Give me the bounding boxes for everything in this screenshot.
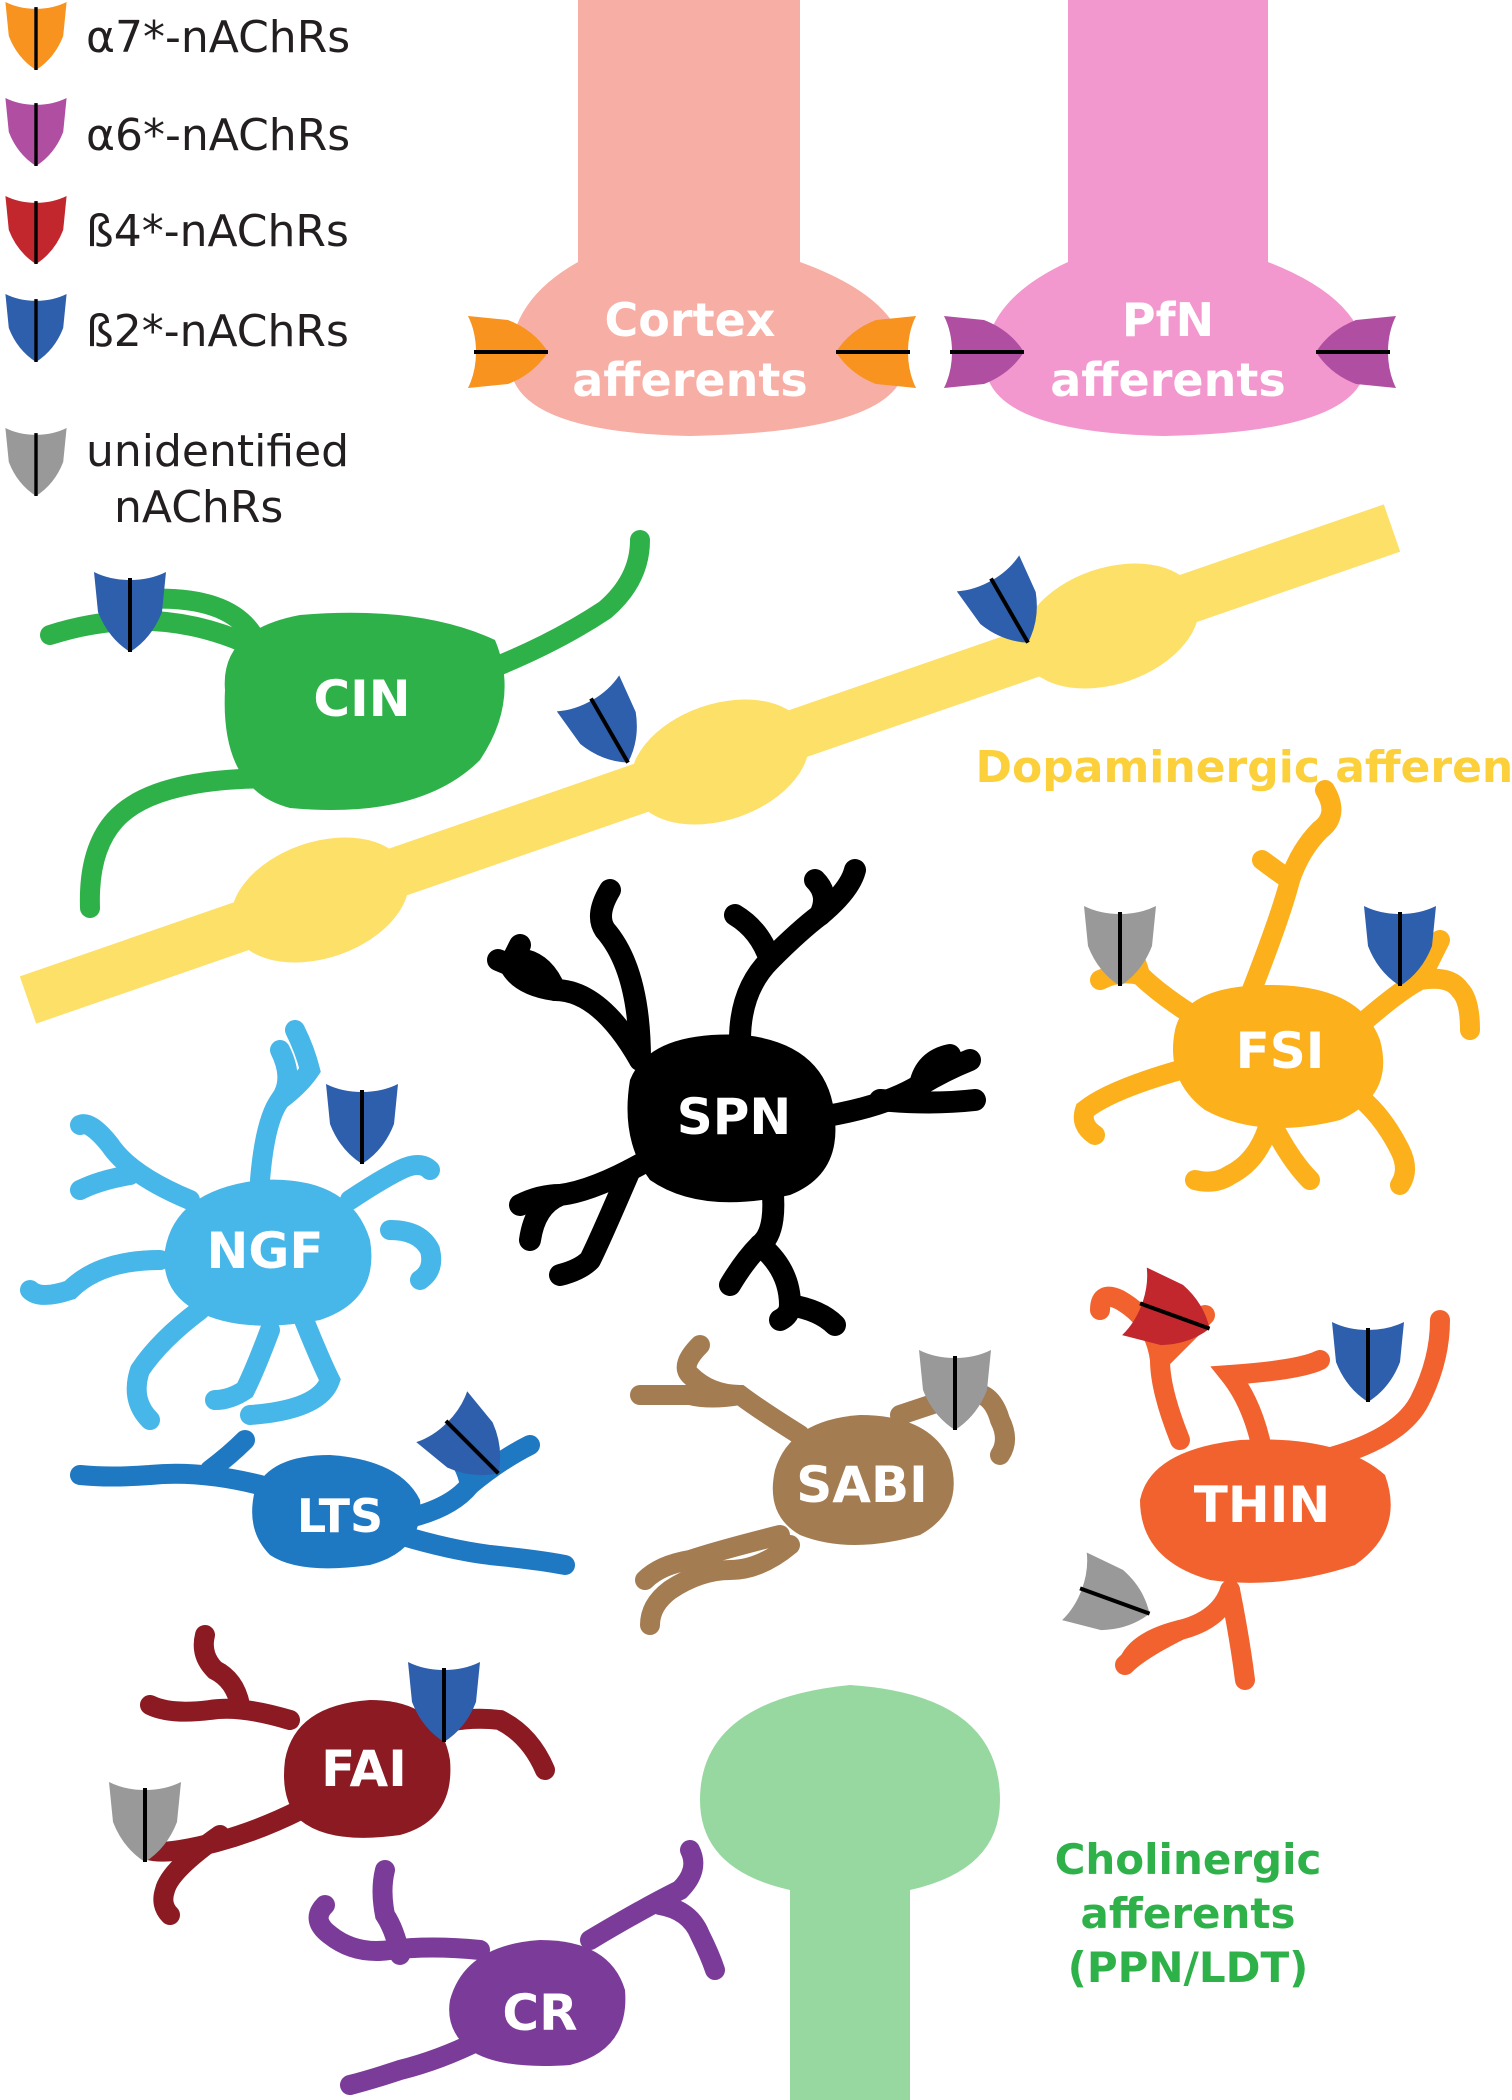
fsi-neuron: FSI <box>1073 780 1480 1195</box>
thin-neuron: THIN <box>1060 1265 1450 1690</box>
fai-soma <box>284 1700 451 1838</box>
legend-a7-label: α7*-nAChRs <box>86 12 350 63</box>
fsi-label: FSI <box>1236 1022 1325 1080</box>
cin-soma <box>224 612 505 810</box>
legend-b2-shape <box>3 292 69 364</box>
ngf-neuron: NGF <box>20 1020 442 1430</box>
cin-receptor <box>92 570 168 654</box>
thin-receptor-b2 <box>1330 1320 1406 1404</box>
lts-label: LTS <box>297 1489 383 1543</box>
cortex-afferent-label-2: afferents <box>572 353 808 407</box>
ngf-soma <box>164 1179 372 1326</box>
unidentified-receptor-icon <box>3 426 69 498</box>
dopaminergic-varicosity-3 <box>1020 563 1200 689</box>
cortex-afferent-label-1: Cortex <box>605 293 776 347</box>
cr-soma <box>449 1940 626 2066</box>
fsi-soma <box>1173 985 1384 1128</box>
pfn-afferent-shape <box>985 0 1366 436</box>
cortex-afferent: Cortex afferents <box>466 0 918 436</box>
sabi-neuron: SABI <box>630 1335 1015 1635</box>
legend-a7-shape <box>3 0 69 72</box>
dopaminergic-afferent: Dopaminergic afferents <box>19 504 1512 1024</box>
dopaminergic-varicosity-2 <box>630 699 810 825</box>
a7-receptor-icon <box>3 0 69 72</box>
cholinergic-afferent-label-1: Cholinergic <box>1055 1835 1322 1884</box>
legend-b4-label: ß4*-nAChRs <box>86 206 349 257</box>
sabi-label: SABI <box>796 1456 927 1514</box>
legend-b4-shape <box>3 194 69 266</box>
thin-soma <box>1140 1439 1391 1583</box>
dopaminergic-afferent-label: Dopaminergic afferents <box>976 742 1512 793</box>
sabi-receptor <box>917 1348 993 1432</box>
ngf-label: NGF <box>206 1222 323 1280</box>
legend-unidentified-label: unidentified <box>86 426 349 477</box>
pfn-afferent-label-2: afferents <box>1050 353 1286 407</box>
cr-label: CR <box>502 1984 577 2042</box>
fsi-dendrites <box>1073 780 1480 1195</box>
cholinergic-afferent: Cholinergic afferents (PPN/LDT) <box>700 1685 1321 2100</box>
thin-dendrites <box>1090 1286 1450 1690</box>
pfn-afferent-label-1: PfN <box>1122 293 1214 347</box>
legend-a6-label: α6*-nAChRs <box>86 110 350 161</box>
cortex-afferent-shape <box>510 0 905 436</box>
dopaminergic-varicosity-1 <box>230 837 410 963</box>
lts-soma <box>252 1455 421 1569</box>
fai-label: FAI <box>321 1740 407 1798</box>
cin-neuron: CIN <box>40 530 650 918</box>
lts-dendrites <box>70 1430 575 1575</box>
pfn-afferent: PfN afferents <box>942 0 1398 436</box>
unidentified-receptor-icon <box>917 1348 993 1432</box>
fai-neuron: FAI <box>107 1625 555 1925</box>
cin-label: CIN <box>313 670 410 728</box>
b2-receptor-icon <box>92 570 168 654</box>
legend: α7*-nAChRs α6*-nAChRs ß4*-nAChRs ß2*-nAC… <box>3 0 350 533</box>
cr-neuron: CR <box>308 1840 725 2095</box>
cr-dendrites <box>308 1840 725 2095</box>
lts-neuron: LTS <box>70 1391 575 1575</box>
thin-label: THIN <box>1194 1476 1330 1534</box>
cholinergic-afferent-label-3: (PPN/LDT) <box>1068 1943 1309 1992</box>
legend-unidentified-shape <box>3 426 69 498</box>
sabi-soma <box>772 1415 954 1545</box>
legend-b2-label: ß2*-nAChRs <box>86 306 349 357</box>
b4-receptor-icon <box>3 194 69 266</box>
spn-neuron: SPN <box>487 859 986 1336</box>
spn-dendrites <box>487 859 986 1336</box>
b2-receptor-icon <box>3 292 69 364</box>
spn-label: SPN <box>677 1088 792 1146</box>
legend-unidentified-label-2: nAChRs <box>114 482 283 533</box>
ngf-receptor <box>324 1082 400 1166</box>
ngf-dendrites <box>20 1020 442 1430</box>
b2-receptor-icon <box>1330 1320 1406 1404</box>
b2-receptor-icon <box>324 1082 400 1166</box>
a6-receptor-icon <box>3 96 69 168</box>
cholinergic-afferent-shape <box>700 1685 1000 2100</box>
cholinergic-afferent-label-2: afferents <box>1080 1889 1295 1938</box>
legend-a6-shape <box>3 96 69 168</box>
sabi-dendrites <box>630 1335 1015 1635</box>
spn-soma <box>627 1034 836 1203</box>
